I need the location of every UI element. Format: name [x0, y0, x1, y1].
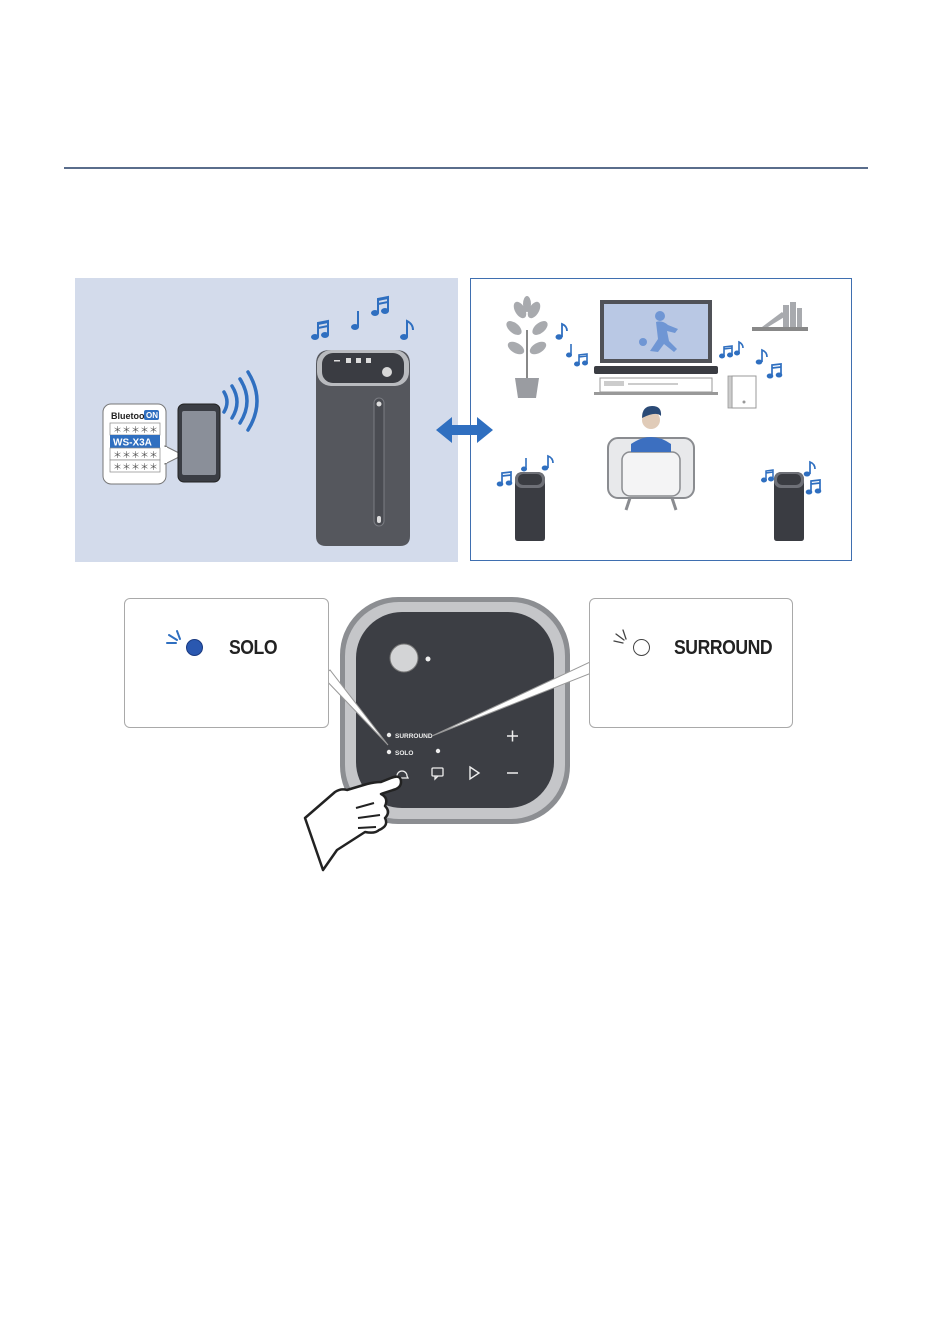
masked-entry-2: ＊＊＊＊＊ [113, 450, 158, 460]
music-note-icon [312, 297, 414, 340]
smartphone [178, 404, 220, 482]
hand-pointer-icon [305, 777, 401, 870]
masked-entry-3: ＊＊＊＊＊ [113, 462, 158, 472]
bluetooth-list-bubble: Bluetooth ON ＊＊＊＊＊ WS-X3A ＊＊＊＊＊ ＊＊＊＊＊ [103, 404, 183, 484]
television [594, 300, 718, 395]
device-name[interactable]: WS-X3A [113, 438, 152, 449]
surround-speaker-right [774, 472, 804, 541]
listener-on-armchair [608, 406, 694, 510]
panel-solo-label: SOLO [395, 750, 413, 757]
led-flash-icon [612, 629, 634, 651]
solo-led [186, 639, 203, 656]
speaker-solo [316, 350, 410, 546]
panel-surround-label: SURROUND [395, 733, 433, 740]
masked-entry-1: ＊＊＊＊＊ [113, 425, 158, 435]
surround-mode-label: SURROUND [674, 637, 772, 660]
surround-speaker-left [515, 472, 545, 541]
subwoofer [728, 376, 756, 408]
double-arrow-icon [436, 417, 493, 443]
solo-callout: SOLO [124, 598, 329, 728]
bluetooth-wave-icon [224, 372, 257, 430]
bluetooth-state: ON [146, 411, 158, 420]
plant [504, 296, 550, 398]
illustration-scene: Bluetooth ON ＊＊＊＊＊ WS-X3A ＊＊＊＊＊ ＊＊＊＊＊ [0, 0, 933, 900]
surround-led [633, 639, 650, 656]
surround-callout: SURROUND [589, 598, 793, 728]
bookshelf [752, 302, 808, 331]
solo-mode-label: SOLO [229, 637, 277, 660]
